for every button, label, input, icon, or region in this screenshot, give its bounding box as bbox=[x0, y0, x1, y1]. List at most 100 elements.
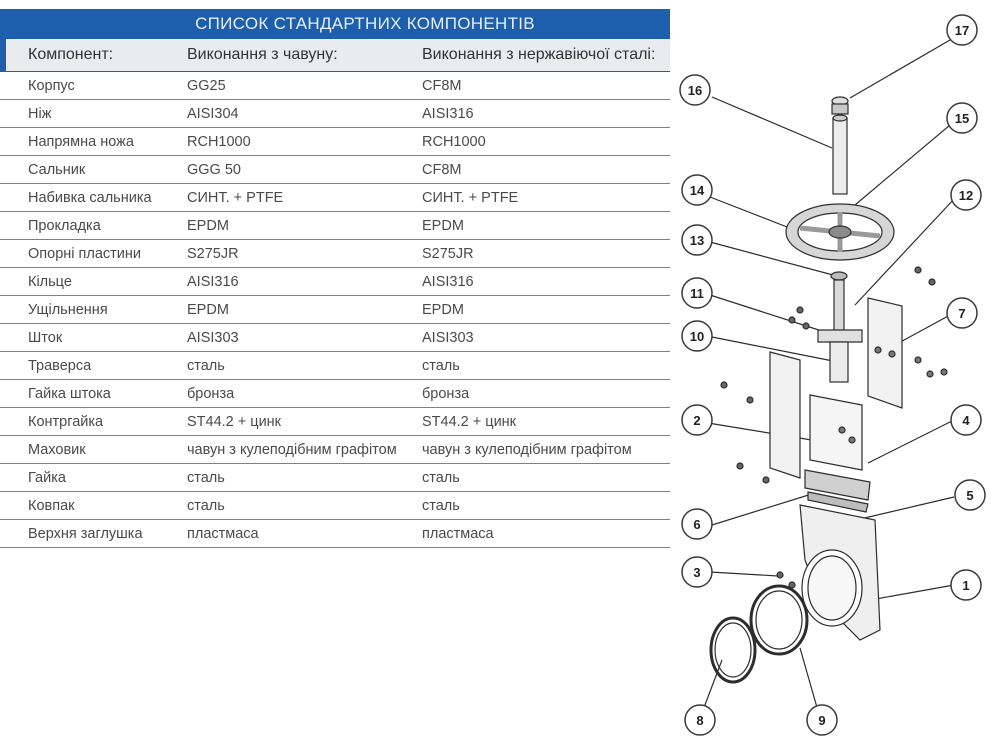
table-row: Шток AISI303 AISI303 bbox=[0, 324, 670, 352]
callout-label: 17 bbox=[955, 23, 969, 38]
callout-3: 3 bbox=[681, 556, 713, 588]
callout-1: 1 bbox=[950, 569, 982, 601]
row-stainless: сталь bbox=[422, 357, 460, 374]
callout-label: 8 bbox=[696, 713, 703, 728]
row-cast-iron: бронза bbox=[187, 385, 235, 402]
row-cast-iron: пластмаса bbox=[187, 525, 259, 542]
callout-label: 16 bbox=[688, 83, 702, 98]
callout-17: 17 bbox=[946, 14, 978, 46]
row-stainless: S275JR bbox=[422, 245, 474, 262]
callout-14: 14 bbox=[681, 174, 713, 206]
callout-label: 13 bbox=[690, 233, 704, 248]
row-stainless: EPDM bbox=[422, 217, 464, 234]
row-component: Ущільнення bbox=[28, 301, 108, 318]
callout-9: 9 bbox=[806, 704, 838, 736]
callout-label: 14 bbox=[690, 183, 705, 198]
row-stainless: чавун з кулеподібним графітом bbox=[422, 441, 632, 458]
row-cast-iron: сталь bbox=[187, 469, 225, 486]
row-stainless: CF8M bbox=[422, 77, 462, 94]
row-cast-iron: чавун з кулеподібним графітом bbox=[187, 441, 397, 458]
row-cast-iron: СИНТ. + PTFE bbox=[187, 189, 284, 206]
row-stainless: AISI316 bbox=[422, 273, 474, 290]
row-component: Контргайка bbox=[28, 413, 104, 430]
row-component: Ковпак bbox=[28, 497, 75, 514]
row-cast-iron: AISI304 bbox=[187, 105, 239, 122]
table-title: СПИСОК СТАНДАРТНИХ КОМПОНЕНТІВ bbox=[0, 9, 670, 39]
header-component: Компонент: bbox=[28, 46, 114, 63]
callout-5: 5 bbox=[954, 479, 986, 511]
table-row: Контргайка ST44.2 + цинк ST44.2 + цинк bbox=[0, 408, 670, 436]
table-row: Гайка сталь сталь bbox=[0, 464, 670, 492]
row-component: Опорні пластини bbox=[28, 245, 141, 262]
header-accent bbox=[0, 39, 6, 71]
row-component: Шток bbox=[28, 329, 63, 346]
callout-label: 7 bbox=[958, 306, 965, 321]
callout-16: 16 bbox=[679, 74, 711, 106]
callout-label: 6 bbox=[693, 517, 700, 532]
table-row: Ущільнення EPDM EPDM bbox=[0, 296, 670, 324]
table-row: Кільце AISI316 AISI316 bbox=[0, 268, 670, 296]
row-stainless: EPDM bbox=[422, 301, 464, 318]
callout-6: 6 bbox=[681, 508, 713, 540]
table-row: Набивка сальника СИНТ. + PTFE СИНТ. + PTFE bbox=[0, 184, 670, 212]
row-component: Корпус bbox=[28, 77, 75, 94]
header-stainless: Виконання з нержавіючої сталі: bbox=[422, 46, 656, 63]
row-component: Напрямна ножа bbox=[28, 133, 134, 150]
row-component: Траверса bbox=[28, 357, 92, 374]
callout-7: 7 bbox=[946, 297, 978, 329]
row-stainless: AISI316 bbox=[422, 105, 474, 122]
callout-label: 10 bbox=[690, 329, 704, 344]
row-cast-iron: ST44.2 + цинк bbox=[187, 413, 282, 430]
callout-11: 11 bbox=[681, 277, 713, 309]
callout-8: 8 bbox=[684, 704, 716, 736]
table-header: Компонент: Виконання з чавуну: Виконання… bbox=[0, 39, 670, 72]
valve-exploded-diagram: 17 16 15 14 12 13 11 7 10 2 4 5 6 3 1 8 9 bbox=[679, 14, 986, 736]
row-stainless: пластмаса bbox=[422, 525, 494, 542]
row-stainless: AISI303 bbox=[422, 329, 474, 346]
row-stainless: сталь bbox=[422, 469, 460, 486]
row-component: Ніж bbox=[28, 105, 52, 122]
row-stainless: сталь bbox=[422, 497, 460, 514]
row-component: Гайка bbox=[28, 469, 66, 486]
callout-4: 4 bbox=[950, 404, 982, 436]
row-cast-iron: AISI316 bbox=[187, 273, 239, 290]
callout-2: 2 bbox=[681, 404, 713, 436]
row-cast-iron: EPDM bbox=[187, 217, 229, 234]
row-component: Сальник bbox=[28, 161, 86, 178]
callout-label: 15 bbox=[955, 111, 969, 126]
row-stainless: CF8M bbox=[422, 161, 462, 178]
table-row: Маховик чавун з кулеподібним графітом чаву… bbox=[0, 436, 670, 464]
row-component: Кільце bbox=[28, 273, 72, 290]
row-component: Гайка штока bbox=[28, 385, 111, 402]
callout-label: 2 bbox=[693, 413, 700, 428]
callout-10: 10 bbox=[681, 320, 713, 352]
table-row: Ніж AISI304 AISI316 bbox=[0, 100, 670, 128]
row-stainless: бронза bbox=[422, 385, 470, 402]
row-component: Маховик bbox=[28, 441, 86, 458]
header-cast-iron: Виконання з чавуну: bbox=[187, 46, 338, 63]
callout-label: 12 bbox=[959, 188, 973, 203]
table-row: Опорні пластини S275JR S275JR bbox=[0, 240, 670, 268]
row-cast-iron: S275JR bbox=[187, 245, 239, 262]
row-cast-iron: AISI303 bbox=[187, 329, 239, 346]
callout-label: 3 bbox=[693, 565, 700, 580]
row-stainless: ST44.2 + цинк bbox=[422, 413, 517, 430]
callout-13: 13 bbox=[681, 224, 713, 256]
callout-15: 15 bbox=[946, 102, 978, 134]
row-stainless: СИНТ. + PTFE bbox=[422, 189, 519, 206]
row-component: Набивка сальника bbox=[28, 189, 152, 206]
row-cast-iron: EPDM bbox=[187, 301, 229, 318]
row-cast-iron: GG25 bbox=[187, 77, 226, 94]
table-row: Гайка штока бронза бронза bbox=[0, 380, 670, 408]
table-row: Корпус GG25 CF8M bbox=[0, 72, 670, 100]
callout-12: 12 bbox=[950, 179, 982, 211]
callout-label: 1 bbox=[962, 578, 969, 593]
callout-label: 4 bbox=[962, 413, 970, 428]
callout-label: 11 bbox=[690, 286, 704, 301]
